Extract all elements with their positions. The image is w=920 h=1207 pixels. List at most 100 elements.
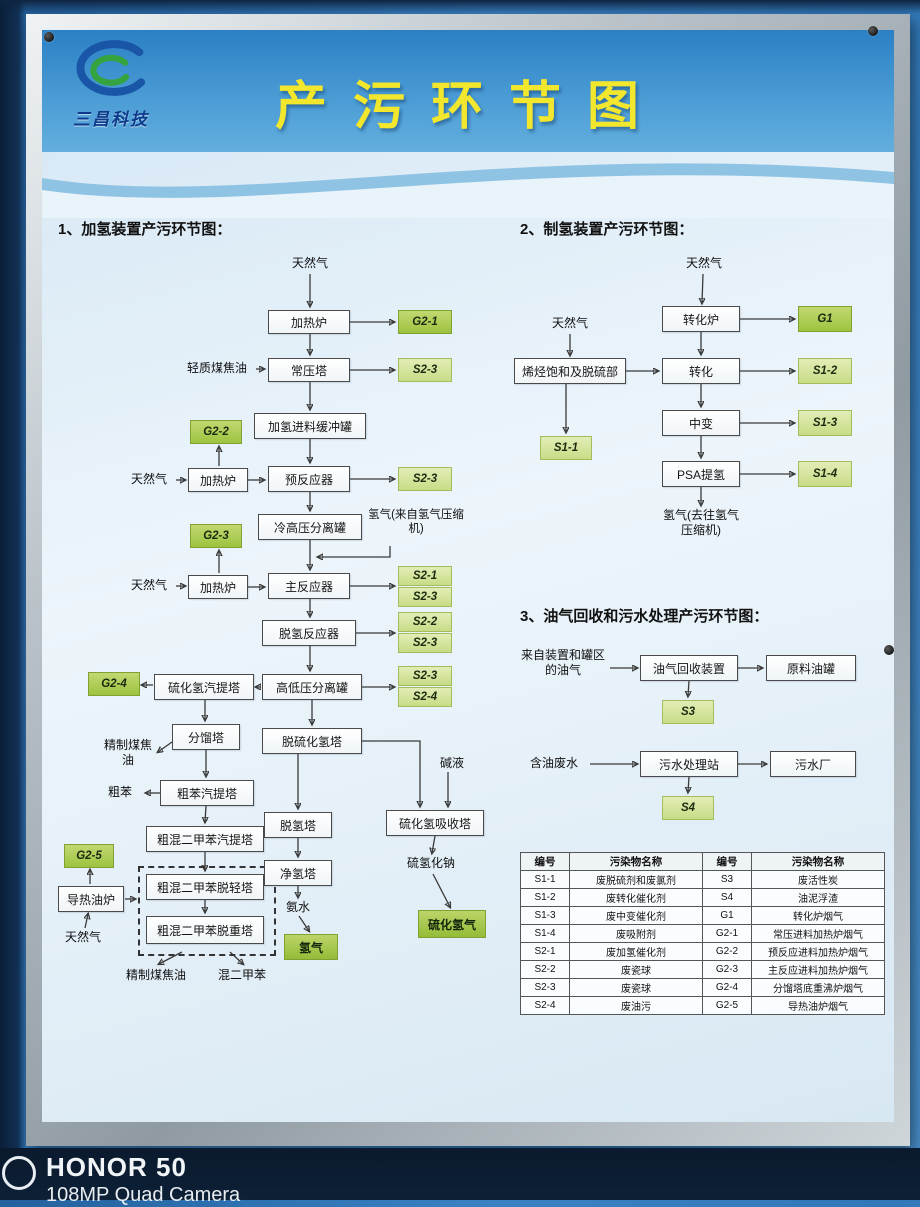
table-cell: S1-1 <box>520 870 570 889</box>
frame-screw <box>868 26 878 36</box>
code-s2-3-a: S2-3 <box>398 358 452 382</box>
light-coal-tar-label: 轻质煤焦油 <box>186 361 247 375</box>
oil-gas-recovery-box: 油气回收装置 <box>640 655 738 681</box>
natural-gas-label-1: 天然气 <box>291 256 328 270</box>
pollutant-table: 编号 污染物名称 编号 污染物名称 S1-1 废脱硫剂和废氯剂 S3 废活性炭 … <box>520 852 885 1015</box>
table-row: S1-2 废转化催化剂 S4 油泥浮渣 <box>520 888 885 907</box>
mixed-xylene-output-label: 混二甲苯 <box>217 968 266 982</box>
table-cell: S2-2 <box>520 960 570 979</box>
pure-h2-tower-box: 净氢塔 <box>264 860 332 886</box>
section1-title: 1、加氢装置产污环节图： <box>58 221 232 238</box>
code-g2-4: G2-4 <box>88 672 140 696</box>
hot-oil-furnace-box: 导热油炉 <box>58 886 124 912</box>
wall-shadow-left <box>0 0 26 1200</box>
table-cell: S1-3 <box>520 906 570 925</box>
natural-gas-label-2: 天然气 <box>130 472 167 486</box>
code-g2-1: G2-1 <box>398 310 452 334</box>
code-s1-1: S1-1 <box>540 436 592 460</box>
natural-gas-label-4: 天然气 <box>64 930 101 944</box>
table-cell: 废瓷球 <box>569 978 703 997</box>
code-s1-4: S1-4 <box>798 461 852 487</box>
code-s4: S4 <box>662 796 714 820</box>
heater-box-2: 加热炉 <box>188 468 248 492</box>
feed-buffer-box: 加氢进料缓冲罐 <box>254 413 366 439</box>
table-header-cell: 污染物名称 <box>751 852 885 871</box>
code-g2-2: G2-2 <box>190 420 242 444</box>
dehydro-reactor-box: 脱氢反应器 <box>262 620 356 646</box>
code-s3: S3 <box>662 700 714 724</box>
h2-product-box: 氢气 <box>284 934 338 960</box>
table-cell: 废吸附剂 <box>569 924 703 943</box>
refined-tar-output-label: 精制煤焦油 <box>125 968 186 982</box>
alkali-label: 碱液 <box>439 756 464 770</box>
reformer-furnace-box: 转化炉 <box>662 306 740 332</box>
code-s2-1: S2-1 <box>398 566 452 586</box>
table-cell: 废脱硫剂和废氯剂 <box>569 870 703 889</box>
table-cell: S1-4 <box>520 924 570 943</box>
table-cell: 分馏塔底重沸炉烟气 <box>751 978 885 997</box>
code-s1-2: S1-2 <box>798 358 852 384</box>
code-s2-3-d: S2-3 <box>398 633 452 653</box>
poster-header-band <box>42 30 894 152</box>
code-g2-5: G2-5 <box>64 844 114 868</box>
raw-oil-tank-box: 原料油罐 <box>766 655 856 681</box>
code-s2-3-b: S2-3 <box>398 467 452 491</box>
h2s-absorber-box: 硫化氢吸收塔 <box>386 810 484 836</box>
code-s2-3-c: S2-3 <box>398 587 452 607</box>
olefin-saturation-box: 烯烃饱和及脱硫部 <box>514 358 626 384</box>
code-s1-3: S1-3 <box>798 410 852 436</box>
table-row: S2-4 废油污 G2-5 导热油炉烟气 <box>520 996 885 1015</box>
nahs-label: 硫氢化钠 <box>406 856 455 870</box>
main-reactor-box: 主反应器 <box>268 573 350 599</box>
table-row: S1-1 废脱硫剂和废氯剂 S3 废活性炭 <box>520 870 885 889</box>
table-cell: S2-3 <box>520 978 570 997</box>
table-cell: S3 <box>702 870 752 889</box>
table-cell: 废转化催化剂 <box>569 888 703 907</box>
table-header-cell: 编号 <box>520 852 570 871</box>
heater-box-3: 加热炉 <box>188 575 248 599</box>
oily-wastewater-label: 含油废水 <box>529 756 578 770</box>
watermark-brand: HONOR 50 <box>46 1152 187 1182</box>
cold-hp-separator-box: 冷高压分离罐 <box>258 514 362 540</box>
table-cell: G1 <box>702 906 752 925</box>
table-header-cell: 污染物名称 <box>569 852 703 871</box>
table-row: S2-2 废瓷球 G2-3 主反应进料加热炉烟气 <box>520 960 885 979</box>
table-cell: 常压进料加热炉烟气 <box>751 924 885 943</box>
shift-box: 中变 <box>662 410 740 436</box>
pre-reactor-box: 预反应器 <box>268 466 350 492</box>
wastewater-plant-box: 污水厂 <box>770 751 856 777</box>
table-row: S2-1 废加氢催化剂 G2-2 预反应进料加热炉烟气 <box>520 942 885 961</box>
table-header-cell: 编号 <box>702 852 752 871</box>
photo-bottom-band <box>0 1148 920 1200</box>
fractionator-box: 分馏塔 <box>172 724 240 750</box>
section2-title: 2、制氢装置产污环节图： <box>520 221 694 238</box>
honor-emblem-icon <box>2 1156 36 1190</box>
table-cell: 废加氢催化剂 <box>569 942 703 961</box>
xylene-heavy-tower-box: 粗混二甲苯脱重塔 <box>146 916 264 944</box>
h2-to-compressor-label: 氢气(去往氢气压缩机) <box>663 508 739 537</box>
deh-tower-box: 脱氢塔 <box>264 812 332 838</box>
xylene-light-tower-box: 粗混二甲苯脱轻塔 <box>146 874 264 900</box>
table-cell: G2-2 <box>702 942 752 961</box>
code-s2-4: S2-4 <box>398 687 452 707</box>
table-cell: 废油污 <box>569 996 703 1015</box>
table-row: S1-4 废吸附剂 G2-1 常压进料加热炉烟气 <box>520 924 885 943</box>
table-cell: 油泥浮渣 <box>751 888 885 907</box>
table-cell: 废中变催化剂 <box>569 906 703 925</box>
table-cell: S4 <box>702 888 752 907</box>
wall-shadow-top <box>0 0 920 14</box>
crude-benzene-stripper-box: 粗苯汽提塔 <box>160 780 254 806</box>
heater-box-1: 加热炉 <box>268 310 350 334</box>
atmospheric-tower-box: 常压塔 <box>268 358 350 382</box>
table-cell: 预反应进料加热炉烟气 <box>751 942 885 961</box>
table-cell: 导热油炉烟气 <box>751 996 885 1015</box>
watermark-camera: 108MP Quad Camera <box>46 1184 241 1206</box>
oil-gas-source-label: 来自装置和罐区的油气 <box>520 648 605 677</box>
h2s-removal-tower-box: 脱硫化氢塔 <box>262 728 362 754</box>
code-s2-2: S2-2 <box>398 612 452 632</box>
crude-benzene-label: 粗苯 <box>107 785 132 799</box>
code-s2-3-e: S2-3 <box>398 666 452 686</box>
section3-title: 3、油气回收和污水处理产污环节图： <box>520 608 769 625</box>
table-cell: 转化炉烟气 <box>751 906 885 925</box>
company-name: 三昌科技 <box>73 110 149 129</box>
